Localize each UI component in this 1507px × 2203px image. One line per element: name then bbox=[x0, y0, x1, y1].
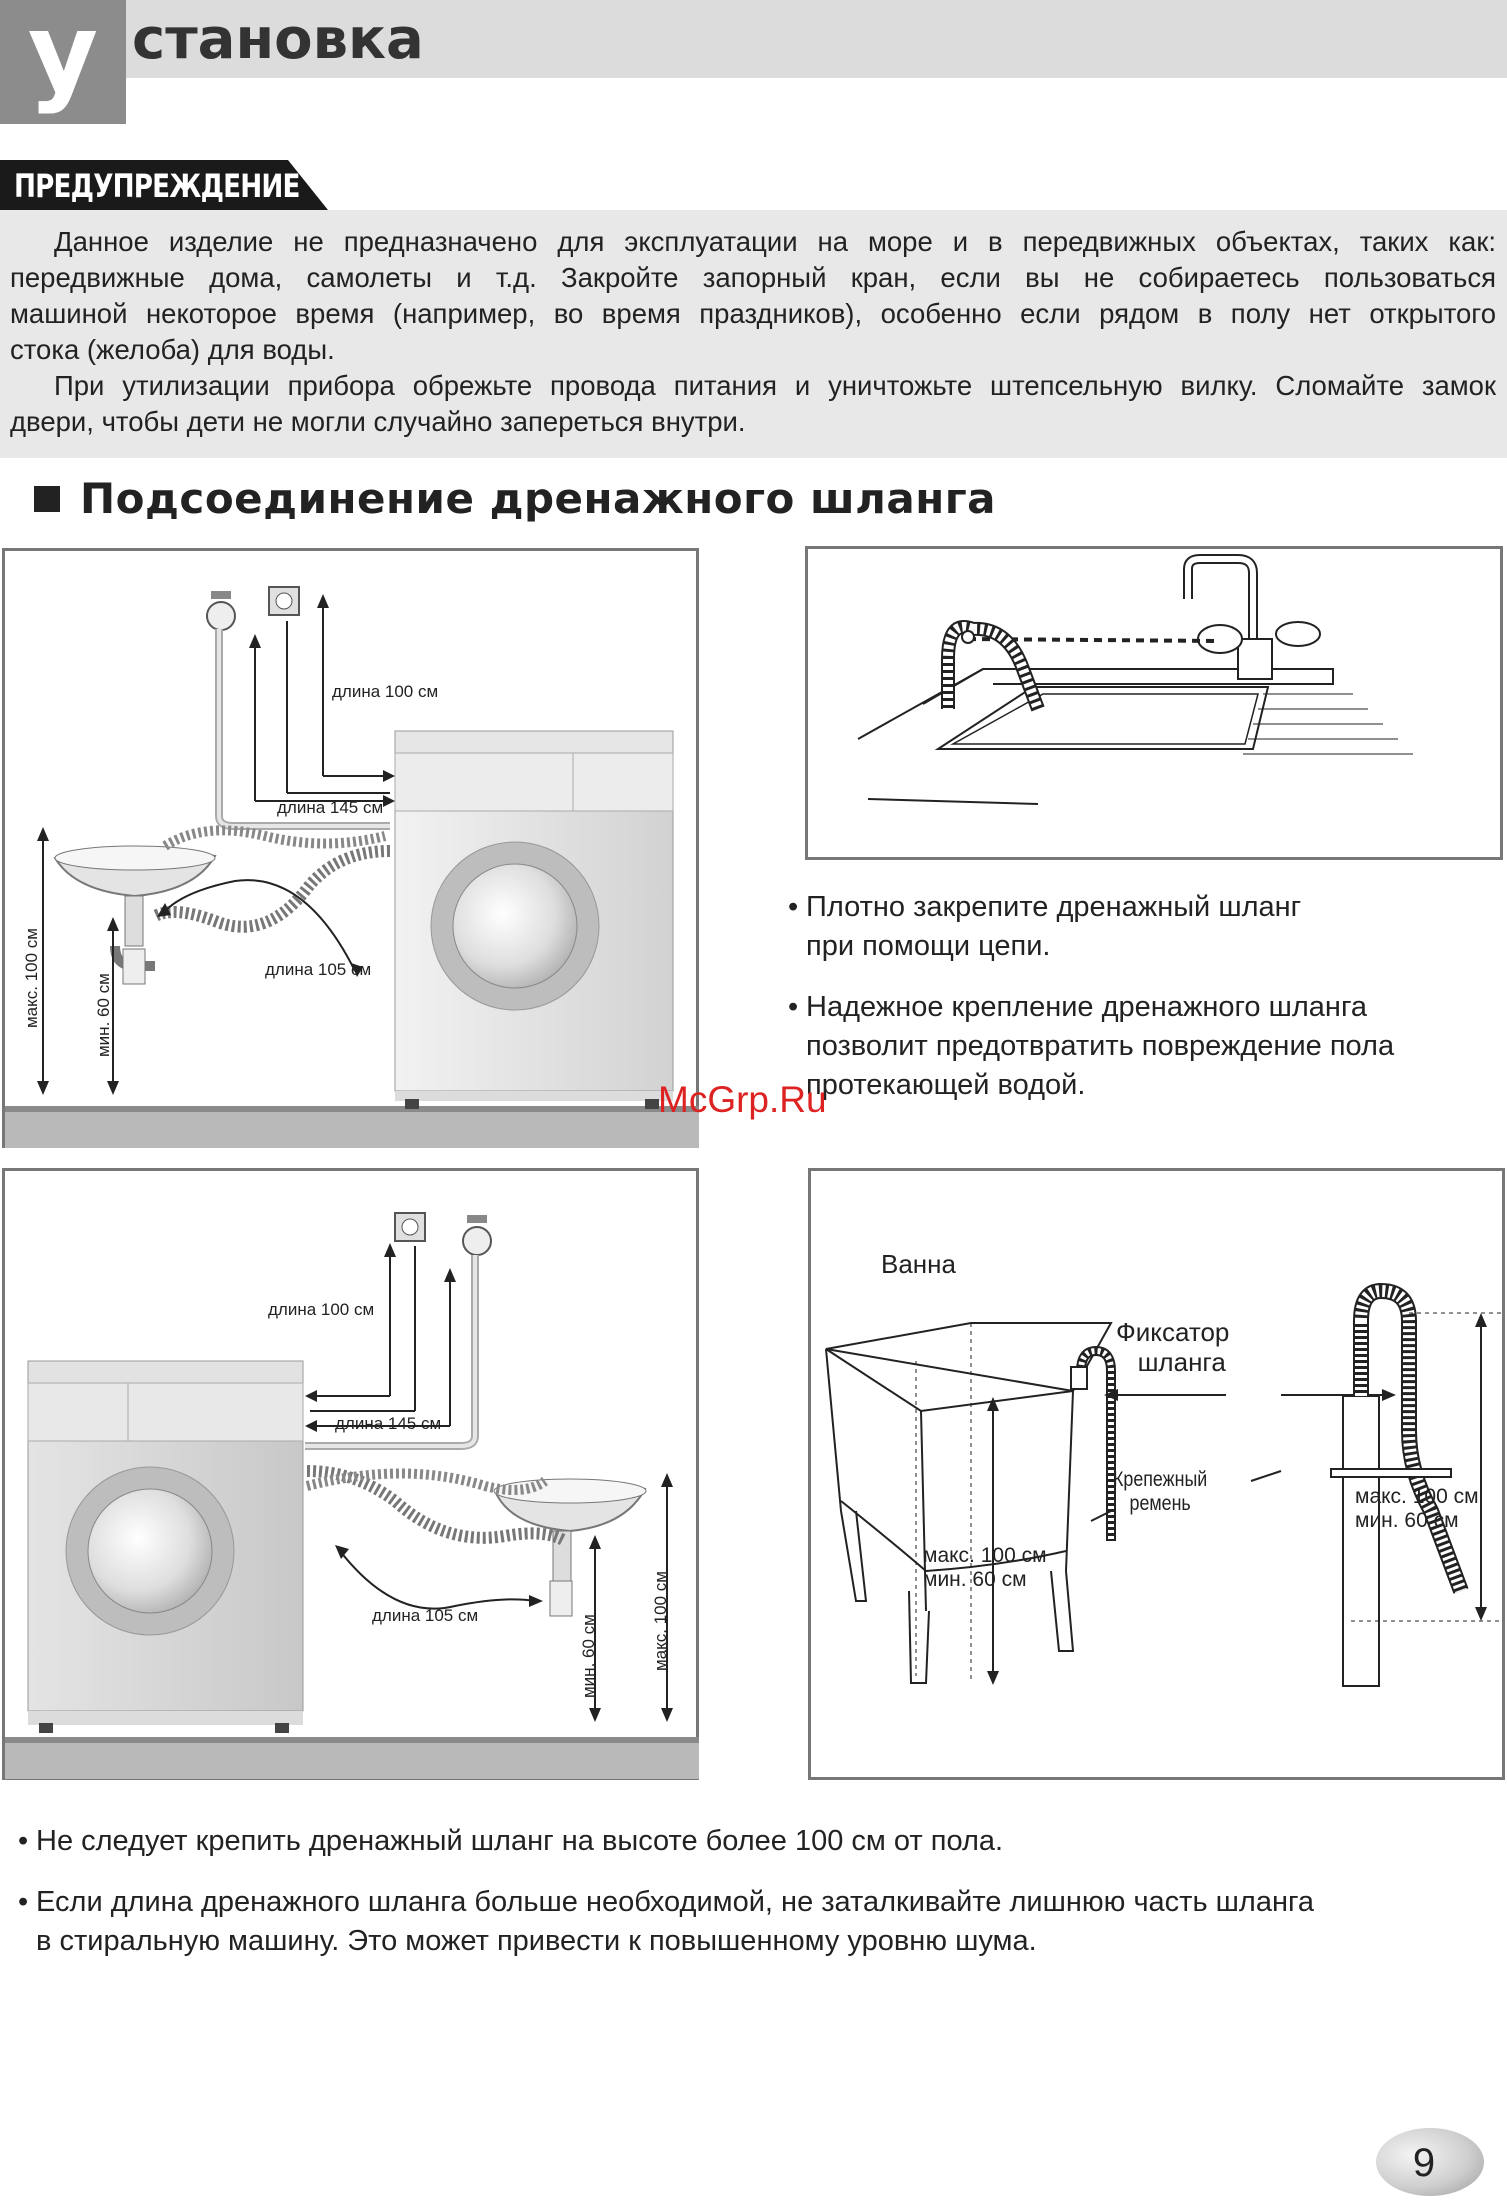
header-band bbox=[0, 0, 1507, 78]
bullet-dot: • bbox=[18, 1886, 29, 1918]
warning-text-line: Данное изделие не предназначено для эксп… bbox=[54, 226, 1496, 257]
section-bullet-square bbox=[34, 486, 60, 512]
label-length-105: длина 105 см bbox=[265, 960, 372, 979]
bullet-dot: • bbox=[18, 1825, 29, 1857]
bullet-prevent-damage: • Надежное крепление дренажного шланга п… bbox=[788, 988, 1395, 1105]
warning-text-line: стока (желоба) для воды. bbox=[10, 334, 335, 365]
bullet-line: Не следует крепить дренажный шланг на вы… bbox=[36, 1825, 1004, 1857]
bullet-dot: • bbox=[788, 891, 799, 923]
label-length-145: длина 145 см bbox=[277, 798, 384, 817]
header-title-letter: у bbox=[27, 0, 99, 116]
section-title: Подсоединение дренажного шланга bbox=[80, 474, 996, 523]
page-number: 9 bbox=[1412, 2141, 1436, 2185]
bullet-line: Если длина дренажного шланга больше необ… bbox=[36, 1886, 1315, 1918]
bullet-line: позволит предотвратить повреждение пола bbox=[806, 1030, 1395, 1062]
page-number-badge bbox=[1376, 2128, 1484, 2196]
warning-text-line: машиной некоторое время (например, во вр… bbox=[10, 298, 1496, 329]
label-length-105: длина 105 см bbox=[372, 1606, 479, 1625]
label-max-100: макс. 100 см bbox=[22, 928, 41, 1028]
bullet-hose-length: • Если длина дренажного шланга больше не… bbox=[18, 1883, 1315, 1961]
page-title: становка bbox=[132, 7, 424, 72]
bullet-max-height: • Не следует крепить дренажный шланг на … bbox=[18, 1822, 1004, 1861]
watermark: McGrp.Ru bbox=[658, 1079, 827, 1120]
warning-tab: ПРЕДУПРЕЖДЕНИЕ bbox=[0, 160, 330, 210]
header-letter-box: у bbox=[0, 0, 126, 124]
label-strap-line: ремень bbox=[1129, 1492, 1191, 1515]
label-left-min: мин. 60 см bbox=[923, 1568, 1027, 1591]
figure-sink-drain-mirrored-drawing bbox=[5, 1212, 699, 1779]
bullet-line: протекающей водой. bbox=[806, 1069, 1086, 1101]
label-right-max: макс. 100 см bbox=[1355, 1485, 1479, 1508]
figure-sink-drain-drawing bbox=[5, 586, 699, 1148]
bullet-line: Надежное крепление дренажного шланга bbox=[806, 991, 1368, 1023]
bullet-line: при помощи цепи. bbox=[806, 930, 1051, 962]
label-min-60: мин. 60 см bbox=[94, 973, 113, 1057]
label-length-145: длина 145 см bbox=[335, 1414, 442, 1433]
bullet-line: Плотно закрепите дренажный шланг bbox=[806, 891, 1302, 923]
figure-sink-drain: длина 100 см длина 145 см длина 105 см м… bbox=[2, 548, 699, 1148]
label-min-60: мин. 60 см bbox=[579, 1614, 598, 1698]
label-hose-holder: Фиксатор шланга bbox=[1116, 1317, 1229, 1377]
bullet-line: в стиральную машину. Это может привести … bbox=[36, 1925, 1037, 1957]
bullet-dot: • bbox=[788, 991, 799, 1023]
warning-box: Данное изделие не предназначено для эксп… bbox=[0, 210, 1507, 458]
warning-label: ПРЕДУПРЕЖДЕНИЕ bbox=[14, 167, 300, 205]
figure-hose-chain-drawing bbox=[857, 554, 1413, 805]
bullet-secure-hose: • Плотно закрепите дренажный шланг при п… bbox=[788, 888, 1302, 966]
figure-sink-drain-mirrored: длина 100 см длина 145 см длина 105 см м… bbox=[2, 1168, 699, 1780]
label-strap: Крепежный ремень bbox=[1113, 1468, 1207, 1516]
label-hose-holder-line: шланга bbox=[1137, 1347, 1226, 1377]
label-length-100: длина 100 см bbox=[268, 1300, 375, 1319]
figure-bathtub-hose: Ванна Фиксатор шланга Крепежный ремень м… bbox=[808, 1168, 1505, 1780]
warning-tab-shape bbox=[0, 160, 328, 210]
warning-text-line: передвижные дома, самолеты и т.д. Закрой… bbox=[10, 262, 1496, 293]
label-bath: Ванна bbox=[881, 1249, 956, 1279]
label-hose-holder-line: Фиксатор bbox=[1116, 1317, 1230, 1347]
label-length-100: длина 100 см bbox=[332, 682, 439, 701]
label-max-100: макс. 100 см bbox=[651, 1571, 670, 1671]
warning-text-line: При утилизации прибора обрежьте провода … bbox=[54, 370, 1496, 401]
figure-hose-chain bbox=[805, 546, 1503, 860]
figure-bathtub-hose-drawing bbox=[825, 1282, 1501, 1687]
label-right-min: мин. 60 см bbox=[1355, 1509, 1459, 1532]
label-left-max: макс. 100 см bbox=[923, 1544, 1047, 1567]
label-strap-line: Крепежный bbox=[1113, 1468, 1208, 1491]
warning-text-line: двери, чтобы дети не могли случайно запе… bbox=[10, 406, 746, 437]
